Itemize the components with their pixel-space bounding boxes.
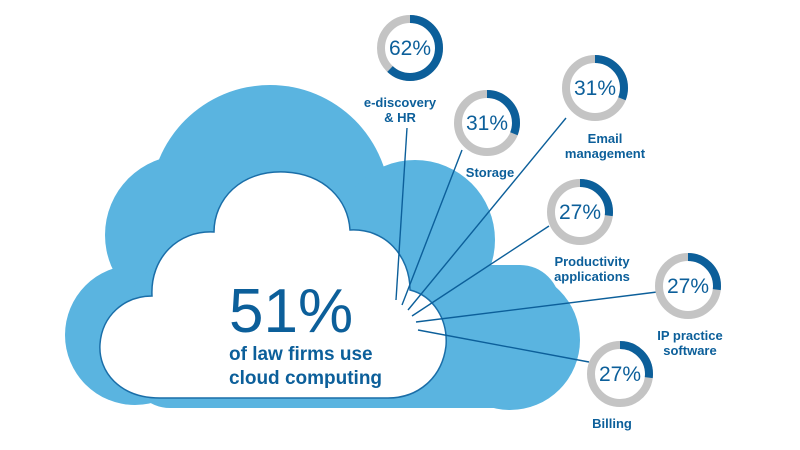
donut-value-arc [655, 253, 721, 319]
connector-line [415, 291, 658, 323]
connector-line [417, 329, 590, 363]
connector-lines [395, 117, 658, 363]
donut-value-label: 62% [389, 37, 431, 60]
donut-value-label: 31% [466, 112, 508, 135]
connector-line [395, 127, 408, 301]
connector-line [401, 149, 463, 306]
headline-line-1: of law firms use [229, 344, 373, 365]
donut-value-arc [547, 179, 613, 245]
donut-value-label: 31% [574, 77, 616, 100]
category-label: management [565, 146, 646, 161]
category-labels: e-discovery& HR Storage EmailmanagementPro… [364, 95, 723, 431]
category-label: Email [588, 131, 623, 146]
category-label: software [663, 343, 716, 358]
category-label: IP practice [657, 328, 723, 343]
connector-line [407, 117, 567, 311]
category-label: & HR [384, 110, 416, 125]
donut-value-arc [562, 55, 628, 121]
donut-value-label: 27% [559, 201, 601, 224]
cloud-shape [65, 85, 580, 410]
headline: 51% of law firms use cloud computing [229, 277, 382, 389]
category-label: Productivity [554, 254, 630, 269]
headline-line-2: cloud computing [229, 368, 382, 389]
donut-value-label: 27% [667, 275, 709, 298]
category-label: applications [554, 269, 630, 284]
cloud-inner [99, 171, 447, 399]
donut-rings: 62% 31% 31% 27% 27% 27% [377, 15, 721, 407]
headline-value: 51% [229, 277, 353, 346]
donut-value-arc [587, 341, 653, 407]
donut-value-arc [377, 15, 443, 81]
donut-value-label: 27% [599, 363, 641, 386]
category-label: Billing [592, 416, 632, 431]
donut-value-arc [454, 90, 520, 156]
category-label: Storage [466, 165, 514, 180]
connector-line [411, 225, 550, 317]
category-label: e-discovery [364, 95, 437, 110]
